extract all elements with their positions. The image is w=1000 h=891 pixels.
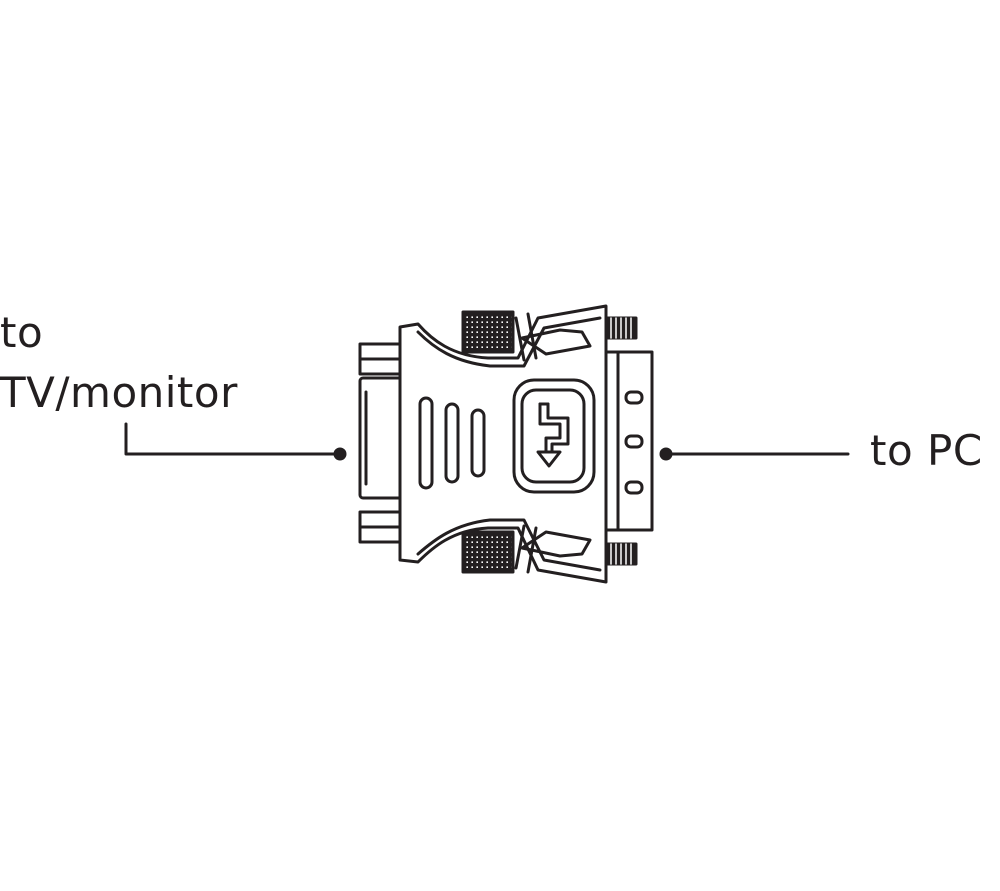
right-leader-dot xyxy=(659,447,673,461)
dvi-pin xyxy=(624,390,644,405)
label-to-pc: to PC xyxy=(870,426,983,475)
adapter-housing xyxy=(398,304,608,584)
badge-inner xyxy=(520,388,586,484)
badge-outer xyxy=(512,378,596,494)
direction-arrow-icon xyxy=(538,402,562,458)
bottom-wing-contour xyxy=(416,518,602,572)
vga-connector xyxy=(358,376,404,500)
dvi-pin xyxy=(624,480,644,495)
top-knurled-screw xyxy=(461,310,515,354)
dvi-bottom-screw-tip xyxy=(604,542,638,566)
dvi-pin xyxy=(624,434,644,449)
vga-top-screw xyxy=(358,342,404,376)
grip-slot xyxy=(470,408,486,478)
top-wing-contour xyxy=(416,316,602,368)
grip-slot xyxy=(444,402,460,484)
left-leader-line xyxy=(124,422,340,456)
vga-bottom-screw xyxy=(358,510,404,544)
left-leader-dot xyxy=(333,447,347,461)
dvi-connector xyxy=(604,350,654,532)
bottom-knurled-screw xyxy=(461,530,515,574)
dvi-top-screw-tip xyxy=(604,316,638,340)
label-to: to xyxy=(0,308,44,357)
label-tv-monitor: TV/monitor xyxy=(0,368,238,417)
grip-slot xyxy=(418,396,434,490)
